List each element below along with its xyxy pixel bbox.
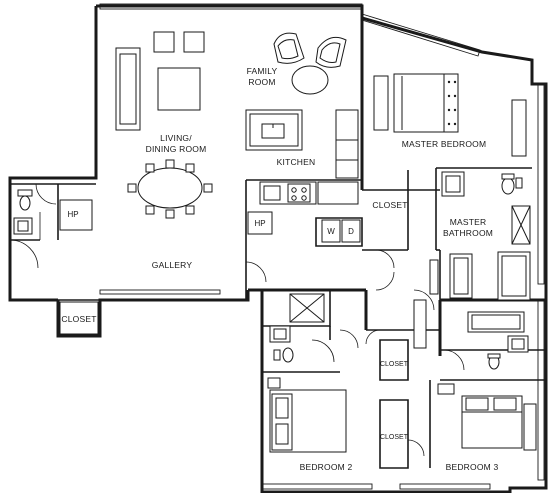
walls	[8, 4, 548, 493]
label-bathroom: BATHROOM	[443, 228, 493, 238]
label-kitchen: KITCHEN	[277, 157, 316, 167]
bath-3-fixtures	[413, 299, 529, 370]
label-closet-entry: CLOSET	[61, 314, 96, 324]
label-family-room-2: ROOM	[248, 77, 275, 87]
kitchen-fixtures	[245, 109, 359, 235]
label-bedroom-2: BEDROOM 2	[300, 462, 353, 472]
label-master: MASTER	[450, 217, 487, 227]
label-dining-room: DINING ROOM	[146, 144, 207, 154]
room-labels: FAMILY ROOM LIVING/ DINING ROOM KITCHEN …	[61, 66, 498, 472]
label-master-bedroom: MASTER BEDROOM	[402, 139, 487, 149]
bed-pillow-dots	[447, 80, 457, 126]
label-bedroom-3: BEDROOM 3	[446, 462, 499, 472]
label-living: LIVING/	[160, 133, 192, 143]
master-bedroom-furniture	[373, 73, 527, 157]
bedroom-3-furniture	[437, 383, 537, 451]
label-washer: W	[327, 227, 335, 236]
label-closet-master: CLOSET	[372, 200, 407, 210]
appliance-labels: HP HP W D	[67, 210, 354, 236]
entry-fixtures	[13, 189, 99, 335]
label-dryer: D	[348, 227, 354, 236]
living-furniture	[115, 31, 347, 219]
label-closet-bed2: CLOSET	[380, 361, 409, 368]
label-hp-kitchen: HP	[254, 219, 265, 228]
master-bath-fixtures	[429, 171, 531, 301]
bath-2-fixtures	[269, 293, 325, 363]
label-family-room: FAMILY	[247, 66, 278, 76]
bedroom-2-furniture	[267, 377, 347, 453]
doors	[9, 183, 465, 457]
label-closet-bed3: CLOSET	[380, 434, 409, 441]
label-gallery: GALLERY	[152, 260, 193, 270]
laundry	[321, 219, 361, 243]
label-hp-entry: HP	[67, 210, 78, 219]
